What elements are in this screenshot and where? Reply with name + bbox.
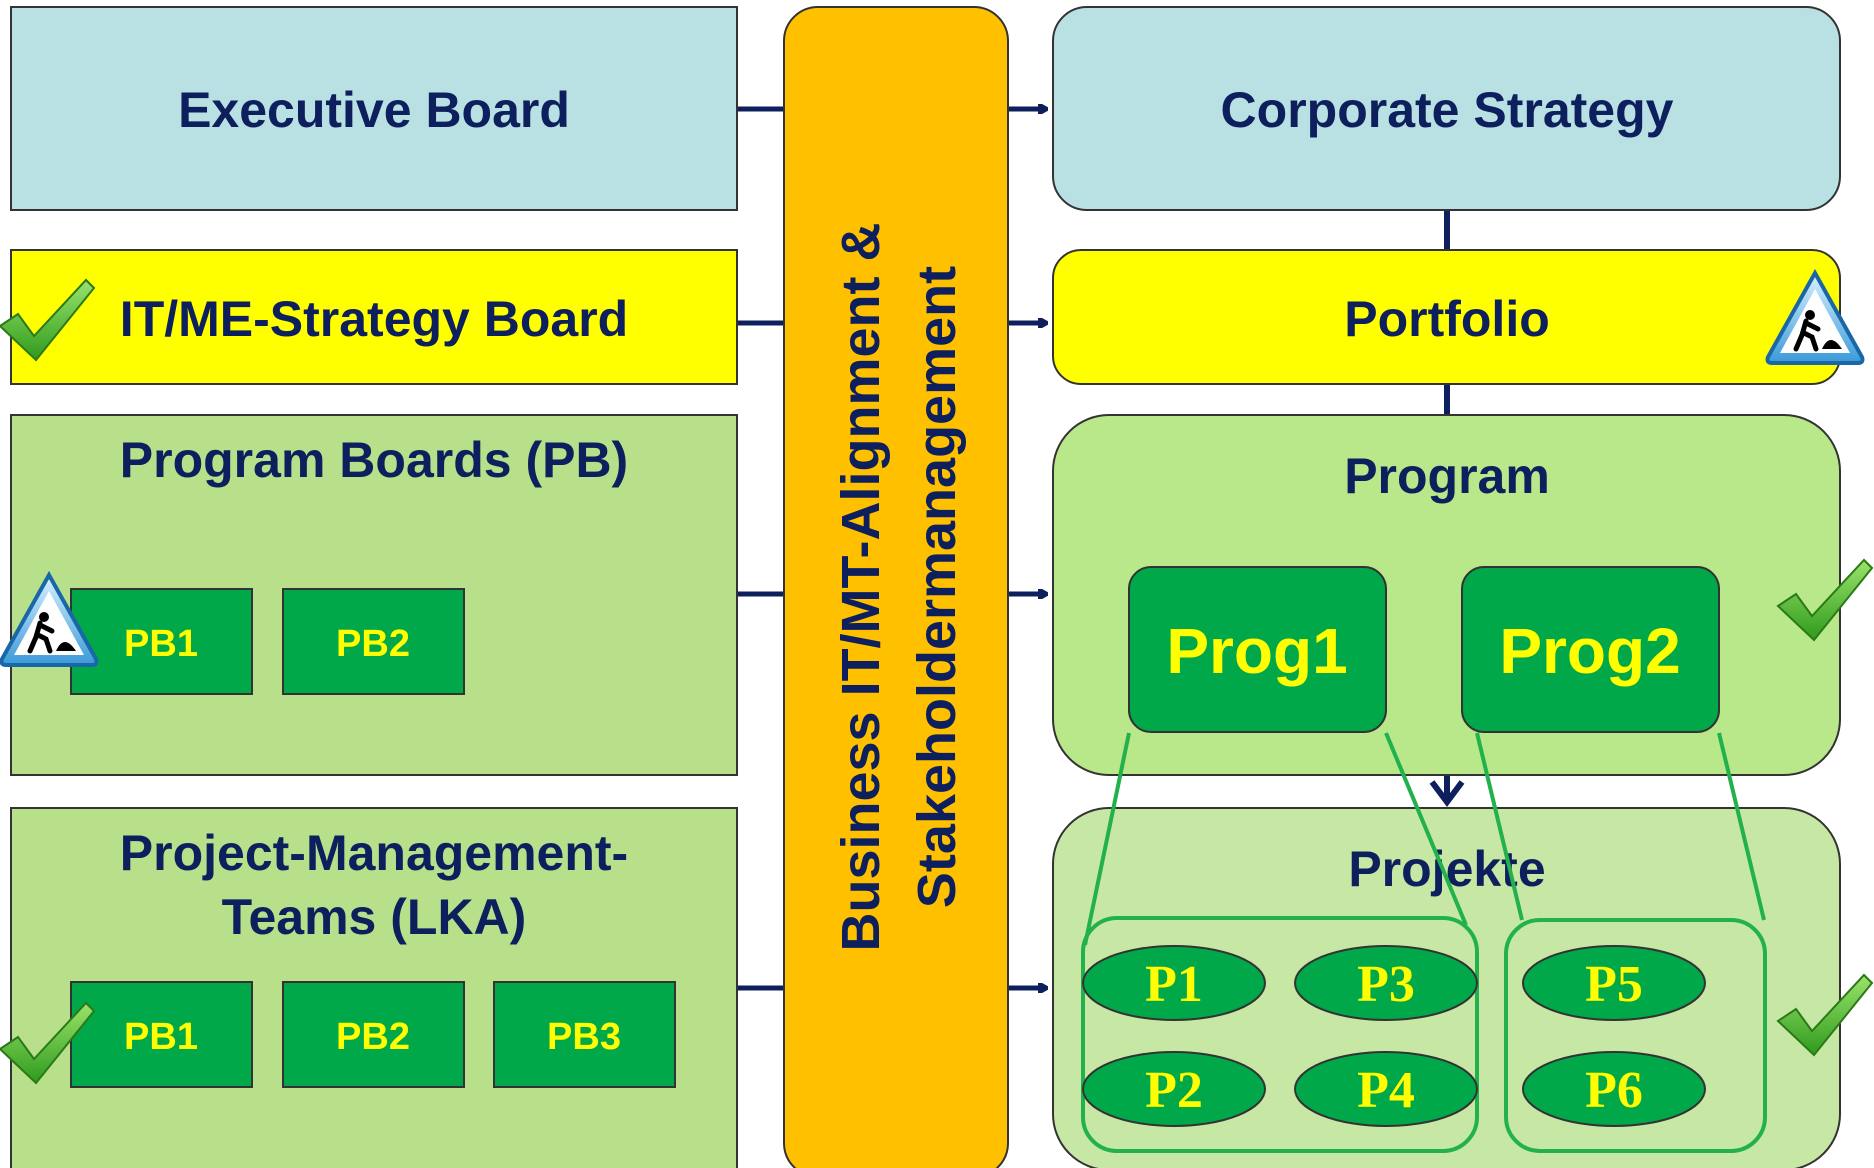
- project-group-1: [1081, 916, 1479, 1153]
- pm-label-3: PB3: [547, 1016, 621, 1058]
- connectors: [737, 109, 1465, 988]
- pb-box-1: [70, 588, 253, 695]
- project-p4-label: P4: [1357, 1062, 1415, 1119]
- strategy-board-label: IT/ME-Strategy Board: [120, 291, 628, 347]
- pm-label-1: PB1: [124, 1016, 198, 1058]
- prog-label-1: Prog1: [1166, 615, 1347, 687]
- project-p3-label: P3: [1357, 956, 1415, 1013]
- pm-teams-title-line1: Project-Management-: [120, 825, 628, 881]
- executive-board-box: [10, 6, 738, 211]
- spine-label-line2: Stakeholdermanagement: [907, 266, 967, 908]
- pb-box-2: [282, 588, 465, 695]
- pm-teams-title-line2: Teams (LKA): [222, 889, 527, 945]
- project-p3: [1294, 945, 1478, 1021]
- pm-label-2: PB2: [336, 1016, 410, 1058]
- prog-box-2: [1461, 566, 1720, 733]
- portfolio-label: Portfolio: [1344, 291, 1550, 347]
- prog-label-2: Prog2: [1499, 615, 1680, 687]
- strategy-board-box: [10, 249, 738, 385]
- program-project-links: [1083, 732, 1766, 946]
- project-p6: [1522, 1051, 1706, 1127]
- project-p1-label: P1: [1145, 956, 1203, 1013]
- program-title: Program: [1344, 448, 1550, 504]
- alignment-spine: [783, 6, 1009, 1168]
- pb-label-1: PB1: [124, 623, 198, 665]
- spine-label-line1: Business IT/MT-Alignment &: [831, 222, 891, 951]
- prog-box-1: [1128, 566, 1387, 733]
- project-p5-label: P5: [1585, 956, 1643, 1013]
- executive-board-label: Executive Board: [178, 82, 570, 138]
- project-p4: [1294, 1051, 1478, 1127]
- project-group-2: [1504, 918, 1767, 1153]
- pm-box-2: [282, 981, 465, 1088]
- program-boards-title: Program Boards (PB): [120, 432, 628, 488]
- project-p1: [1082, 945, 1266, 1021]
- project-p2-label: P2: [1145, 1062, 1203, 1119]
- project-p2: [1082, 1051, 1266, 1127]
- project-p5: [1522, 945, 1706, 1021]
- corporate-strategy-box: [1052, 6, 1841, 211]
- corporate-strategy-label: Corporate Strategy: [1221, 82, 1674, 138]
- project-p6-label: P6: [1585, 1062, 1643, 1119]
- pm-box-3: [493, 981, 676, 1088]
- pb-label-2: PB2: [336, 623, 410, 665]
